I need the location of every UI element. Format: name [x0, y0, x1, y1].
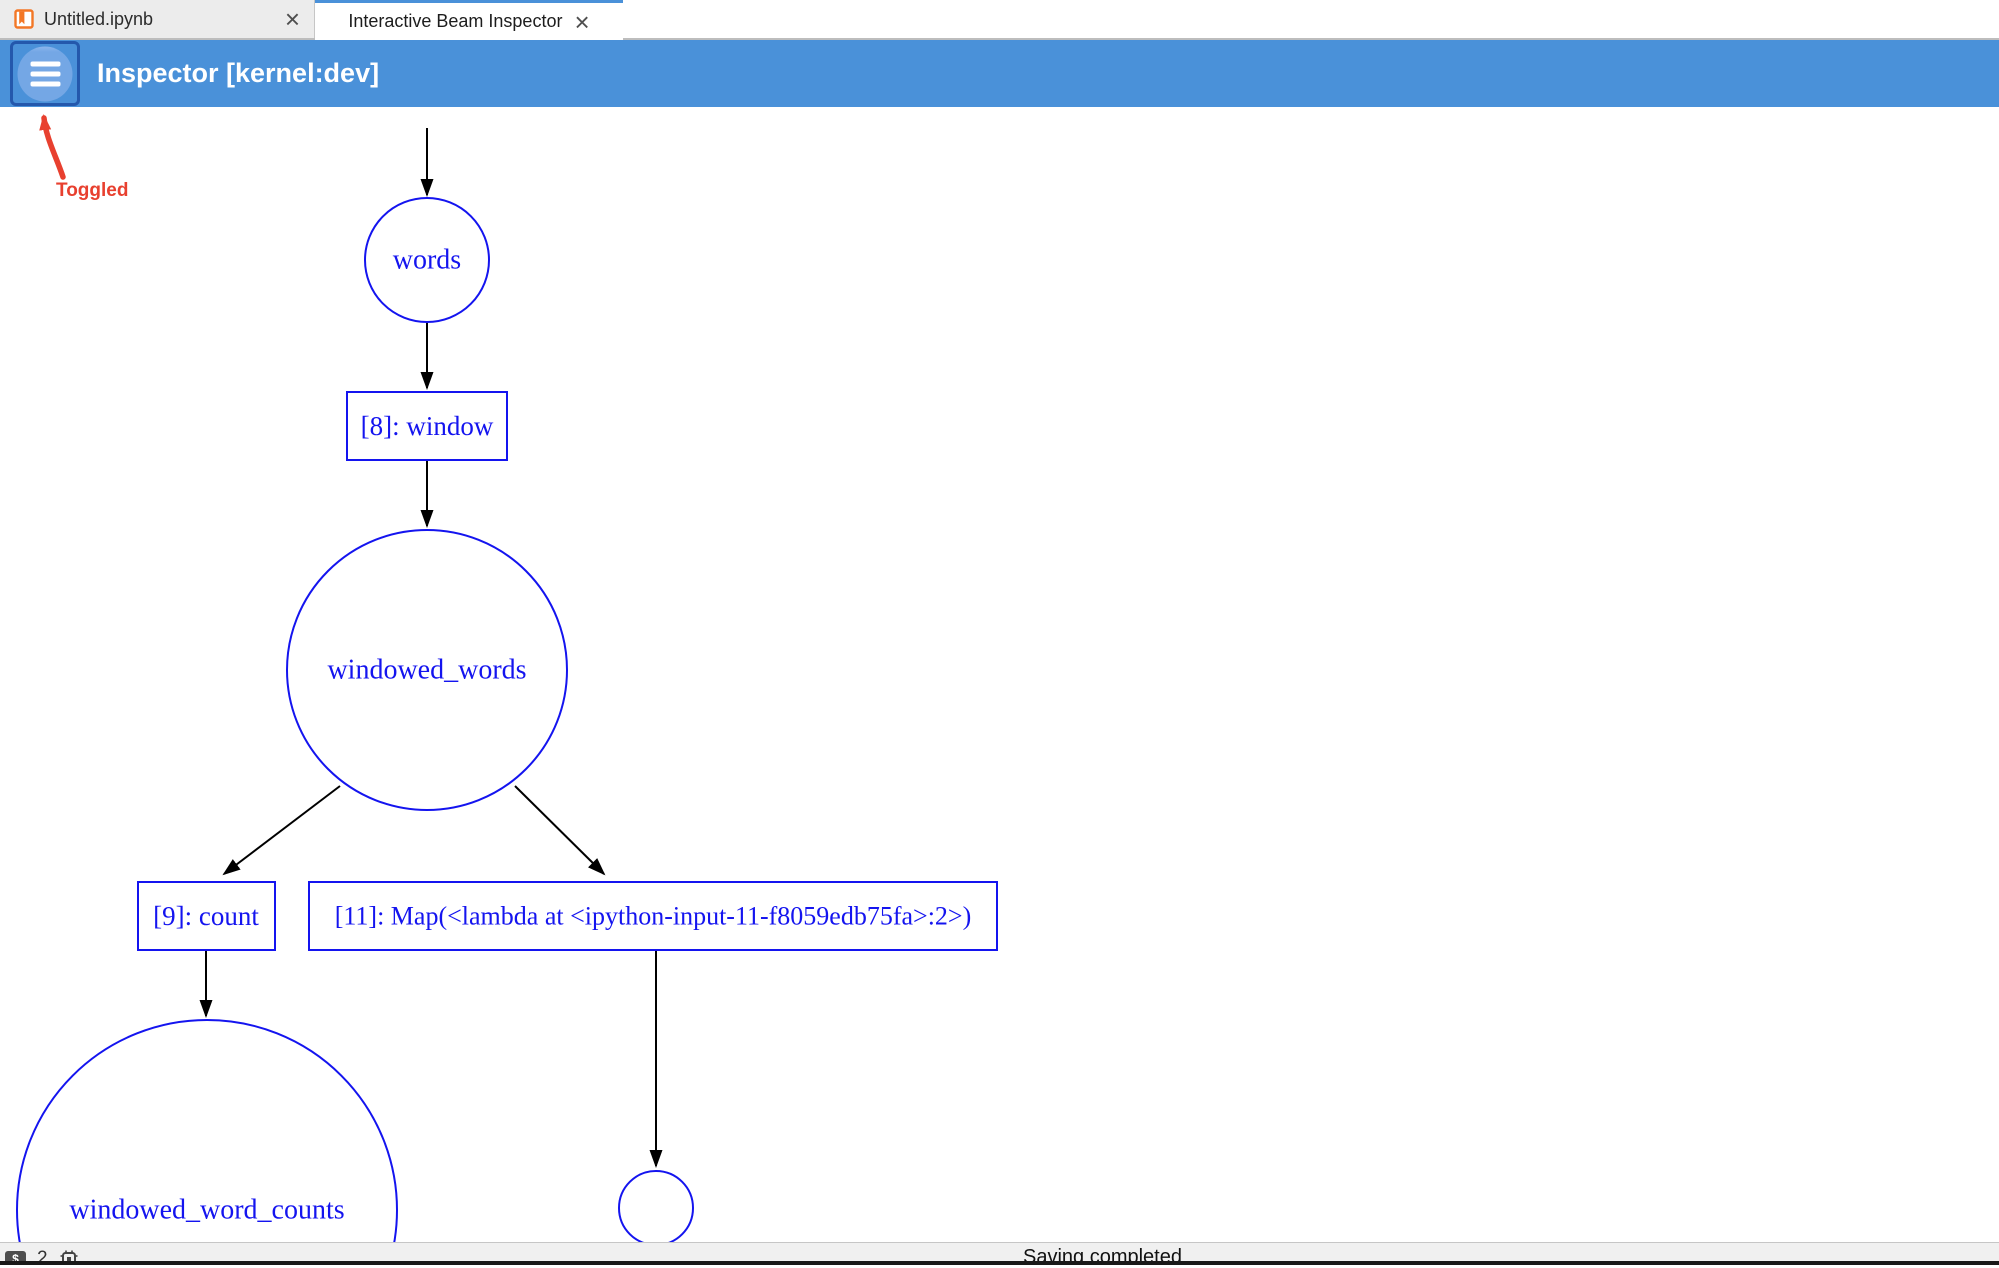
window-bottom-edge — [0, 1261, 1999, 1265]
annotation-toggled-label: Toggled — [56, 180, 129, 201]
node-words-label: words — [393, 245, 461, 276]
tab-label: Untitled.ipynb — [44, 8, 154, 29]
kernel-count: 2 — [37, 1248, 48, 1268]
inspector-canvas — [0, 107, 1999, 1242]
node-windowed-word-counts-circle — [16, 1019, 398, 1268]
annotation-arrow — [39, 114, 66, 180]
node-map-output-circle — [618, 1170, 694, 1246]
menu-toggle-button[interactable] — [10, 41, 80, 106]
tab-bar-divider — [0, 38, 1999, 40]
node-map-label: [11]: Map(<lambda at <ipython-input-11-f… — [335, 902, 972, 931]
tab-bar: Untitled.ipynb × Interactive Beam Inspec… — [0, 0, 1999, 40]
edge-windowed-words-to-map — [514, 785, 606, 876]
node-words-circle — [364, 197, 490, 323]
notebook-icon — [14, 9, 34, 29]
inspector-header: Inspector [kernel:dev] — [0, 40, 1999, 107]
node-map-box — [308, 881, 998, 951]
tab-interactive-beam-inspector[interactable]: Interactive Beam Inspector × — [315, 0, 623, 40]
close-icon[interactable]: × — [284, 4, 300, 34]
hamburger-icon — [17, 46, 73, 101]
tab-untitled-notebook[interactable]: Untitled.ipynb × — [0, 0, 315, 38]
page-title: Inspector [kernel:dev] — [97, 58, 380, 88]
node-window-box — [346, 391, 508, 461]
node-count-label: [9]: count — [153, 901, 259, 931]
window-bottom-gap — [0, 1265, 1999, 1268]
node-windowed-words-label: windowed_words — [327, 655, 526, 686]
close-icon[interactable]: × — [574, 6, 590, 37]
node-windowed-word-counts-label: windowed_word_counts — [69, 1195, 344, 1226]
node-windowed-words-circle — [286, 529, 568, 811]
node-count-box — [137, 881, 276, 951]
tab-label: Interactive Beam Inspector — [348, 11, 563, 31]
node-window-label: [8]: window — [361, 411, 494, 441]
edge-windowed-words-to-count — [222, 785, 341, 876]
